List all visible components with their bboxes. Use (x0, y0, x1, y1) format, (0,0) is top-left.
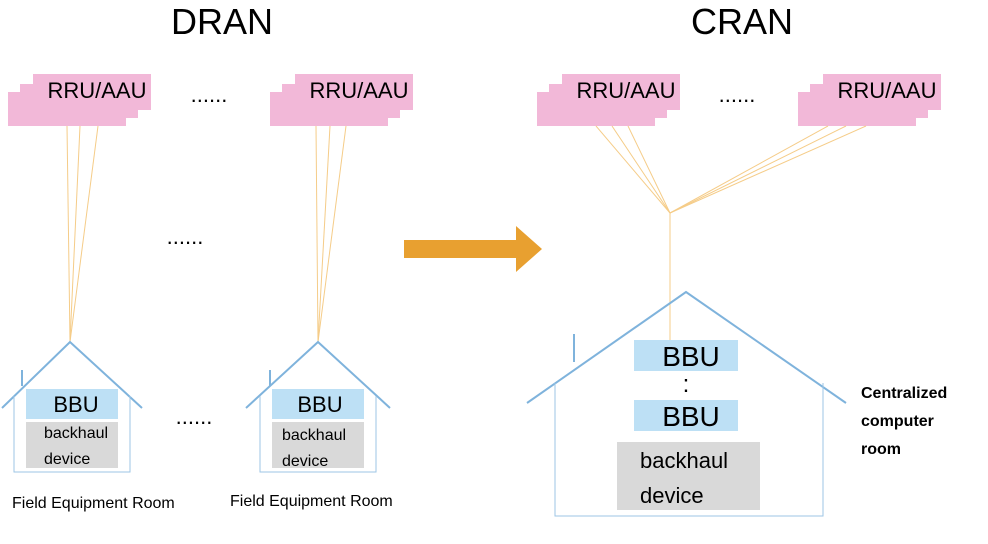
cran-title: CRAN (691, 1, 793, 42)
dran-ellipsis-top: ...... (191, 82, 228, 107)
dran-bbu-label-1: BBU (53, 392, 98, 417)
dran-field-room-2: BBU backhaul device (245, 340, 391, 473)
cran-room-label-line3: room (861, 441, 901, 458)
dran-fiber-lines-1 (66, 125, 99, 343)
transition-arrow-icon (404, 226, 542, 272)
cran-bbu-box-bottom (634, 400, 738, 431)
dran-bbu-box-2 (272, 389, 364, 419)
cran-bbu-box-top (634, 340, 738, 371)
cran-backhaul-line1: backhaul (640, 448, 728, 473)
cran-room-label-line2: computer (861, 413, 934, 430)
cran-room-label: Centralized computer room (861, 385, 947, 458)
dran-backhaul-box-2 (272, 422, 364, 468)
dran-title: DRAN (171, 1, 273, 42)
dran-backhaul-line1-2: backhaul (282, 427, 346, 444)
cran-ellipsis-top: ...... (719, 82, 756, 107)
dran-ellipsis-bottom: ...... (176, 404, 213, 429)
dran-room-caption-1: Field Equipment Room (12, 495, 175, 512)
dran-bbu-box-1 (26, 389, 118, 419)
dran-ellipsis-mid: ...... (167, 224, 204, 249)
cran-bbu-label-bottom: BBU (662, 401, 720, 432)
cran-fiber-lines (595, 125, 867, 340)
dran-bbu-label-2: BBU (297, 392, 342, 417)
dran-field-room-1: BBU backhaul device (1, 340, 143, 473)
cran-room-label-line1: Centralized (861, 385, 947, 402)
dran-backhaul-line1-1: backhaul (44, 425, 108, 442)
cran-bbu-separator: : (683, 371, 690, 398)
cran-backhaul-box (617, 442, 760, 510)
cran-rru-stack-1: RRU/AAU (537, 74, 680, 126)
cran-rru-label-2: RRU/AAU (837, 78, 936, 103)
dran-rru-label-2: RRU/AAU (309, 78, 408, 103)
cran-centralized-room: BBU : BBU backhaul device (526, 290, 847, 517)
cran-rru-label-1: RRU/AAU (576, 78, 675, 103)
dran-backhaul-line2-1: device (44, 451, 90, 468)
dran-backhaul-box-1 (26, 422, 118, 468)
cran-rru-stack-2: RRU/AAU (798, 74, 941, 126)
dran-rru-stack-2: RRU/AAU (270, 74, 413, 126)
cran-backhaul-line2: device (640, 483, 704, 508)
dran-fiber-lines-2 (315, 125, 347, 343)
dran-rru-stack-1: RRU/AAU (8, 74, 151, 126)
dran-room-caption-2: Field Equipment Room (230, 493, 393, 510)
cran-bbu-label-top: BBU (662, 341, 720, 372)
dran-backhaul-line2-2: device (282, 453, 328, 470)
dran-rru-label-1: RRU/AAU (47, 78, 146, 103)
